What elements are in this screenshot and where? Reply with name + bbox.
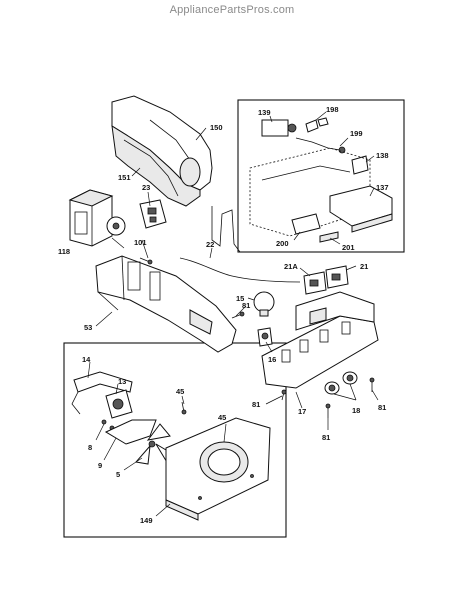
socket-16-part xyxy=(257,327,273,347)
callout-16: 16 xyxy=(268,355,276,364)
callout-9: 9 xyxy=(98,461,102,470)
watermark: AppliancePartsPros.com xyxy=(169,4,295,16)
callout-22: 22 xyxy=(206,240,214,249)
callout-149: 149 xyxy=(140,516,153,525)
callout-21: 21 xyxy=(360,262,368,271)
callout-118: 118 xyxy=(58,247,70,256)
switches-21-part xyxy=(303,265,349,295)
callout-53: 53 xyxy=(84,323,92,332)
callout-5: 5 xyxy=(116,470,120,479)
duct-cover-part xyxy=(111,95,213,207)
callout-45-a: 45 xyxy=(176,387,184,396)
callout-18: 18 xyxy=(352,406,360,415)
callout-81-d: 81 xyxy=(378,403,386,412)
callout-139: 139 xyxy=(258,108,271,117)
callout-17: 17 xyxy=(298,407,306,416)
callout-81-c: 81 xyxy=(322,433,330,442)
callout-101: 101 xyxy=(134,238,147,247)
callout-23: 23 xyxy=(142,183,150,192)
callout-14: 14 xyxy=(82,355,91,364)
callout-201: 201 xyxy=(342,243,355,252)
callout-45-b: 45 xyxy=(218,413,226,422)
callout-200: 200 xyxy=(276,239,289,248)
housing-118-part xyxy=(68,189,126,247)
screws-81-lower-part xyxy=(281,377,375,418)
callout-21a: 21A xyxy=(284,262,298,271)
callout-150: 150 xyxy=(210,123,223,132)
callout-81-b: 81 xyxy=(252,400,260,409)
bulb-15-part xyxy=(253,291,275,317)
callout-151: 151 xyxy=(118,173,131,182)
callouts: 150 151 23 118 101 22 53 81 15 16 21A 21… xyxy=(58,105,389,525)
callout-13: 13 xyxy=(118,377,126,386)
callout-137: 137 xyxy=(376,183,389,192)
wire-harness-22-part xyxy=(179,206,301,283)
callout-198: 198 xyxy=(326,105,339,114)
callout-8: 8 xyxy=(88,443,92,452)
bracket-53-part xyxy=(95,255,237,353)
housing-17-part xyxy=(261,291,379,389)
inset-upper-parts xyxy=(249,117,393,243)
callout-15: 15 xyxy=(236,294,244,303)
knobs-18-part xyxy=(324,371,358,395)
screw-81-a-part xyxy=(231,311,245,319)
callout-138: 138 xyxy=(376,151,389,160)
callout-81-a: 81 xyxy=(242,301,250,310)
callout-199: 199 xyxy=(350,129,363,138)
fan-assembly-part xyxy=(71,371,271,521)
leader-lines xyxy=(87,111,379,517)
inset-box-lower xyxy=(63,342,287,538)
control-board-23-part xyxy=(139,199,167,229)
screw-101-part xyxy=(139,257,153,265)
inset-box-upper xyxy=(237,99,405,253)
